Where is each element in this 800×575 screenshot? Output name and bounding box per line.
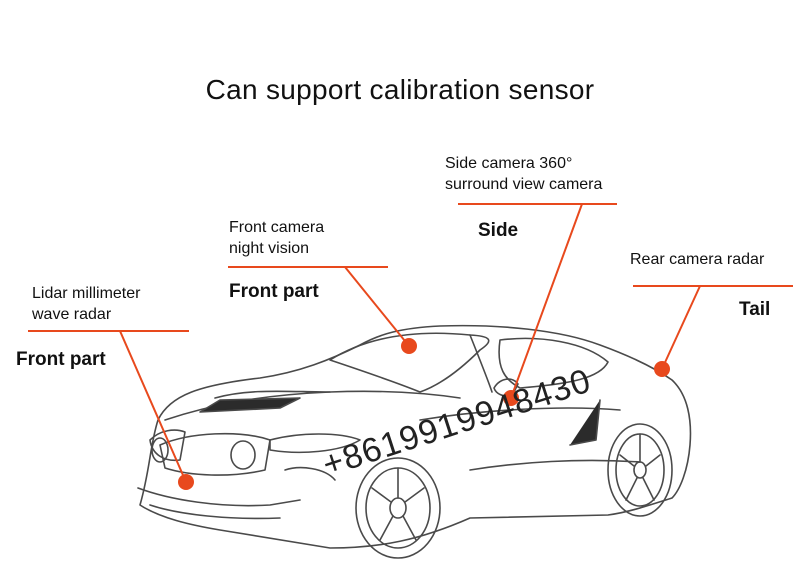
- callout-line: Side camera 360°: [445, 155, 573, 172]
- callout-line: Lidar millimeter: [32, 285, 141, 302]
- sensor-dot-rear-camera: [654, 361, 670, 377]
- sensor-dot-front-camera: [401, 338, 417, 354]
- callout-front-camera-part: Front part: [229, 281, 319, 302]
- sensor-dot-side-camera: [503, 390, 519, 406]
- front-wheel: [355, 457, 441, 559]
- callout-rear-camera-part: Tail: [739, 299, 771, 320]
- car-body-outline: [139, 324, 692, 549]
- leader-line-front-camera: [344, 266, 410, 347]
- leader-line-side-camera: [510, 203, 583, 399]
- callout-rear-camera-label: Rear camera radar: [630, 249, 764, 270]
- side-window: [498, 337, 609, 389]
- callout-line: night vision: [229, 240, 310, 257]
- callout-line: wave radar: [32, 306, 112, 323]
- callout-side-camera-part: Side: [478, 220, 519, 241]
- sensor-dot-lidar: [178, 474, 194, 490]
- callout-lidar-label: Lidar millimeter wave radar: [32, 283, 140, 325]
- leader-line-lidar: [119, 330, 187, 483]
- callout-line: Rear camera radar: [630, 251, 765, 268]
- rear-wheel: [607, 423, 673, 517]
- leader-line-rear-camera: [661, 285, 701, 370]
- diagram-title: Can support calibration sensor: [205, 74, 595, 105]
- windshield: [329, 332, 490, 393]
- callout-lidar-part: Front part: [16, 349, 106, 370]
- leader-lines: [28, 203, 793, 483]
- sensor-markers: [178, 338, 670, 490]
- callout-line: Front camera: [229, 219, 325, 236]
- front-grille: [159, 432, 271, 476]
- callout-side-camera-label: Side camera 360° surround view camera: [445, 153, 602, 195]
- callout-front-camera-label: Front camera night vision: [229, 217, 324, 259]
- callout-line: surround view camera: [445, 176, 603, 193]
